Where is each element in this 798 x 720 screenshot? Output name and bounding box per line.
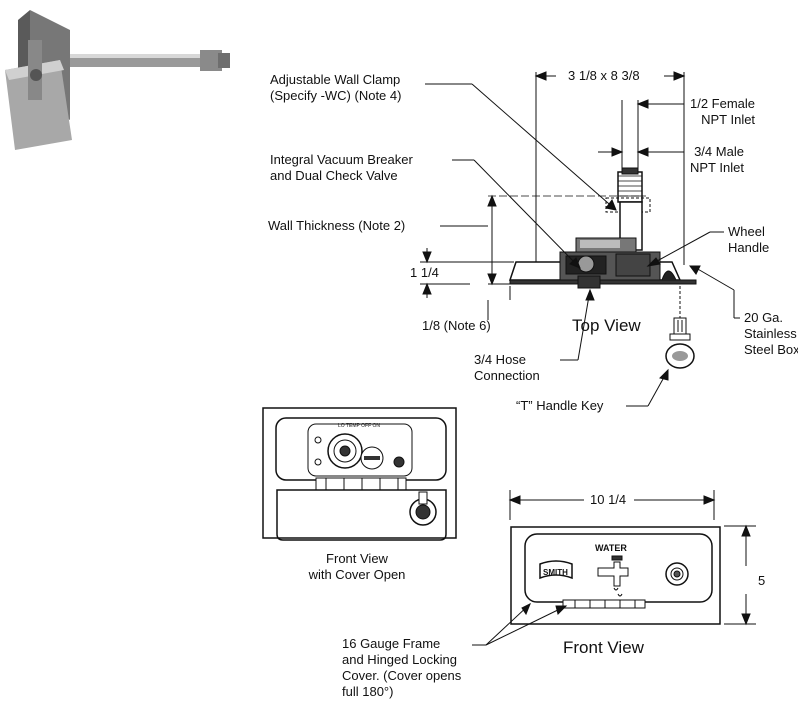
top-view-drawing [420,71,740,407]
frame-note-label: 16 Gauge Frame and Hinged Locking Cover.… [342,636,462,699]
t-handle-key-label: “T” Handle Key [516,398,604,413]
front-view-drawing [472,490,756,646]
vacuum-breaker-label: Integral Vacuum Breaker and Dual Check V… [270,152,413,183]
front-view-open-label: Front View with Cover Open [308,551,406,582]
wall-clamp-label: Adjustable Wall Clamp (Specify -WC) (Not… [270,72,402,103]
dim-width-label: 10 1/4 [590,492,627,507]
dim-1-1-4-label: 1 1/4 [410,265,439,280]
front-view-open-drawing [262,407,457,541]
top-view-label: Top View [572,316,641,335]
water-label: WATER [595,543,627,553]
male-inlet-label: 3/4 Male NPT Inlet [690,144,744,175]
front-view-label: Front View [563,638,644,657]
product-photo [0,0,240,150]
note-6-label: 1/8 (Note 6) [422,318,491,333]
smith-logo-text: SMITH [543,568,568,577]
wall-thickness-label: Wall Thickness (Note 2) [268,218,406,233]
hose-connection-label: 3/4 Hose Connection [474,352,540,383]
female-inlet-label: 1/2 Female NPT Inlet [690,96,756,127]
cover-dial-text: LO TEMP OFF ON [338,423,381,429]
dim-height-label: 5 [758,573,766,588]
wheel-handle-label: Wheel Handle [728,224,770,255]
dim-box-label: 3 1/8 x 8 3/8 [568,68,640,83]
stainless-box-label: 20 Ga. Stainless Steel Box [744,310,798,357]
